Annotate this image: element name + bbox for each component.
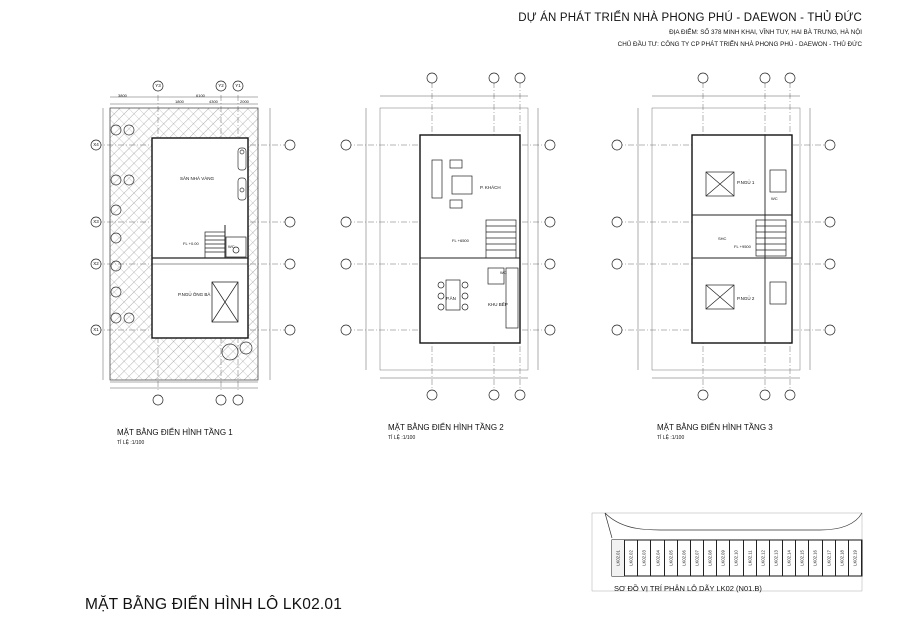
wc-label: WC (771, 196, 778, 201)
plan-floor-3 (611, 72, 836, 401)
lot-cell: LK02.09 (717, 540, 731, 576)
lot-plan-caption: SƠ ĐỒ VỊ TRÍ PHÂN LÔ DÃY LK02 (N01.B) (614, 584, 762, 593)
lot-cell: LK02.11 (744, 540, 757, 576)
room-label: P.NGỦ ÔNG BÀ (178, 292, 211, 297)
project-location: ĐỊA ĐIỂM: SỐ 378 MINH KHAI, VĨNH TUY, HA… (669, 29, 862, 36)
level-label: FL +6500 (452, 238, 469, 243)
lot-cell: LK02.02 (625, 540, 639, 576)
project-title: DỰ ÁN PHÁT TRIỂN NHÀ PHONG PHÚ - DAEWON … (518, 12, 862, 24)
lot-cell: LK02.06 (678, 540, 691, 576)
grid-label: X4 (93, 142, 99, 147)
grid-label: X2 (93, 261, 99, 266)
lot-cell: LK02.15 (796, 540, 810, 576)
grid-label: X1 (93, 327, 99, 332)
dim-label: 2000 (240, 99, 249, 104)
lot-cell: LK02.05 (665, 540, 678, 576)
dim-label: 4300 (209, 99, 218, 104)
plan-floor-2 (340, 72, 556, 401)
project-investor: CHỦ ĐẦU TƯ: CÔNG TY CP PHÁT TRIỂN NHÀ PH… (617, 41, 862, 48)
level-label: FL +9500 (734, 244, 751, 249)
lot-cell: LK02.04 (651, 540, 665, 576)
plan-3-scale: TỈ LỆ :1/100 (657, 435, 685, 441)
lot-cell: LK02.03 (638, 540, 652, 576)
lot-cell: LK02.07 (691, 540, 705, 576)
room-label: SÂN NHÀ VÀNG (180, 176, 215, 181)
plan-2-scale: TỈ LỆ :1/100 (388, 435, 416, 441)
main-title: MẶT BẰNG ĐIỂN HÌNH LÔ LK02.01 (85, 596, 343, 613)
plan-1-title: MẶT BẰNG ĐIỂN HÌNH TẦNG 1 (117, 428, 233, 437)
lot-cell: LK02.14 (783, 540, 797, 576)
lot-cell: LK02.17 (823, 540, 836, 576)
lot-cell: LK02.10 (730, 540, 744, 576)
lot-position-plan (591, 512, 863, 592)
room-label: P.NGỦ 1 (737, 180, 755, 185)
room-label: SHC (718, 236, 727, 241)
grid-label: Y3 (155, 83, 161, 88)
lot-cell: LK02.18 (836, 540, 849, 576)
grid-label: Y2 (218, 83, 224, 88)
lot-cell: LK02.19 (849, 540, 862, 576)
room-label: P.NGỦ 2 (737, 296, 755, 301)
plan-2-title: MẶT BẰNG ĐIỂN HÌNH TẦNG 2 (388, 423, 504, 432)
room-label: P. KHÁCH (480, 185, 501, 190)
level-label: FL +0.00 (183, 241, 199, 246)
dim-label: 3800 (118, 93, 127, 98)
grid-label: X3 (93, 219, 99, 224)
lot-cell: LK02.13 (770, 540, 784, 576)
room-label: KHU BẾP (488, 302, 508, 307)
grid-label: Y1 (235, 83, 241, 88)
plan-1-scale: TỈ LỆ :1/100 (117, 440, 145, 446)
lot-cell: LK02.16 (809, 540, 823, 576)
lot-cell: LK02.08 (704, 540, 718, 576)
wc-label: WC (500, 270, 507, 275)
dim-label: 6100 (196, 93, 205, 98)
lot-cell: LK02.01 (612, 540, 626, 576)
plan-3-title: MẶT BẰNG ĐIỂN HÌNH TẦNG 3 (657, 423, 773, 432)
plan-floor-1 (90, 80, 296, 406)
lot-cell: LK02.12 (757, 540, 770, 576)
dim-label: 1800 (175, 99, 184, 104)
wc-label: WC (228, 244, 235, 249)
room-label: P.ĂN (446, 296, 456, 301)
